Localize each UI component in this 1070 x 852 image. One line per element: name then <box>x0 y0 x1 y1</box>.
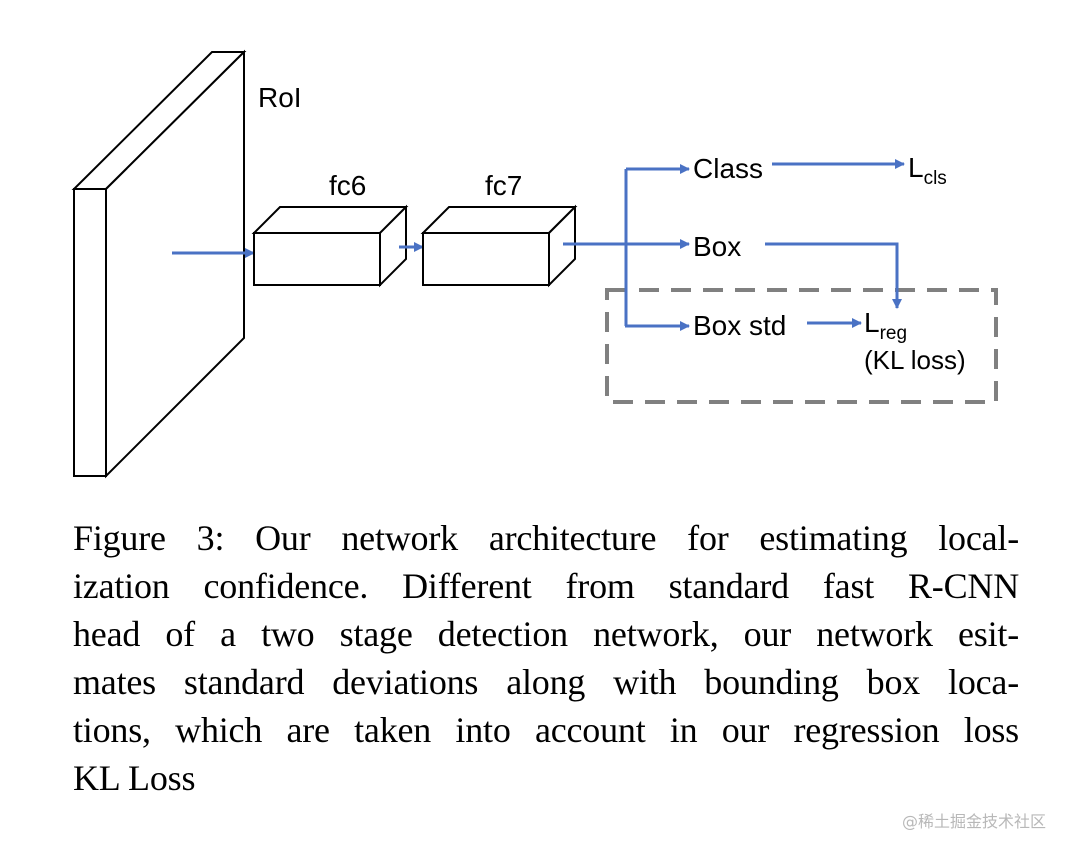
kl-loss-label: (KL loss) <box>864 345 966 375</box>
figure-caption: Figure 3: Our network architecture for e… <box>73 514 1019 802</box>
class-label: Class <box>693 153 763 184</box>
caption-line: tions, which are taken into account in o… <box>73 710 1019 750</box>
l-cls-main: L <box>908 152 924 183</box>
box-std-label: Box std <box>693 310 786 341</box>
fc6-block <box>251 204 409 288</box>
watermark: @稀土掘金技术社区 <box>901 812 1046 831</box>
branch-connectors <box>563 169 628 326</box>
network-architecture-diagram: RoI fc6 fc7 Class Box Box std Lcls Lreg … <box>71 49 998 479</box>
l-cls-subscript: cls <box>924 168 947 189</box>
kl-loss-dashed-region <box>605 288 998 404</box>
fc7-block <box>420 204 578 288</box>
l-reg-main: L <box>864 307 880 338</box>
box-label: Box <box>693 231 741 262</box>
fc6-label: fc6 <box>329 170 366 201</box>
caption-line: Figure 3: Our network architecture for e… <box>73 518 1019 558</box>
caption-line: head of a two stage detection network, o… <box>73 614 1019 654</box>
l-cls-label: Lcls <box>908 152 947 189</box>
roi-feature-map <box>71 49 247 479</box>
caption-line: ization confidence. Different from stand… <box>73 566 1019 606</box>
caption-line: KL Loss <box>73 758 196 798</box>
roi-label: RoI <box>258 82 302 113</box>
l-reg-label: Lreg <box>864 307 907 344</box>
caption-line: mates standard deviations along with bou… <box>73 662 1019 702</box>
arrow-box-to-lreg <box>765 242 902 309</box>
fc7-label: fc7 <box>485 170 522 201</box>
l-reg-subscript: reg <box>880 323 907 344</box>
